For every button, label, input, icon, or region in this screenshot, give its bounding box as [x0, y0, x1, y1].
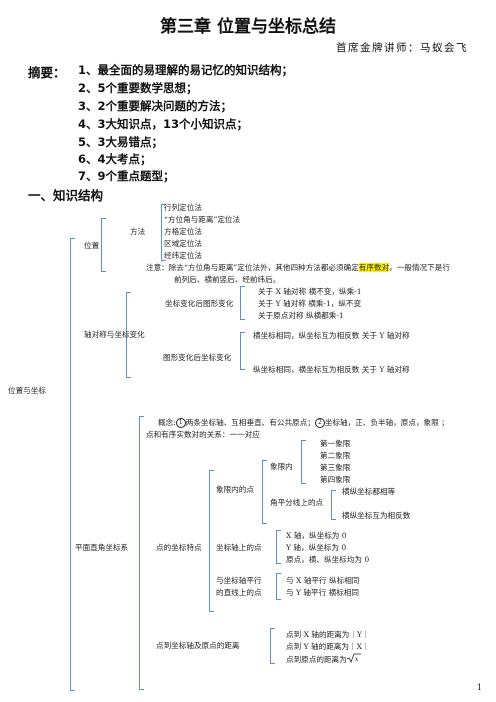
s2c-item: 纵坐标相同，横坐标互为相反数 关于 Y 轴对称	[253, 365, 410, 374]
bisector-bracket	[331, 490, 336, 520]
section-heading-knowledge-structure: 一、知识结构	[28, 188, 104, 203]
node-parallel-line1: 与坐标轴平行	[216, 576, 262, 585]
circled-number: 2	[314, 418, 325, 428]
s2c-item: 横坐标相同，纵坐标互为相反数 关于 Y 轴对称	[253, 331, 410, 340]
summary-item: 5、3大易错点；	[78, 135, 164, 149]
summary-item: 1、最全面的易理解的易记忆的知识结构；	[78, 63, 293, 77]
circled-number: 1	[175, 418, 186, 428]
c2s-item: 关于原点对称 纵横都乘-1	[258, 311, 344, 320]
node-point-features: 点的坐标特点	[156, 543, 202, 552]
summary-item: 2、5个重要数学思想；	[78, 81, 198, 95]
position-note: 注意：除去“方位角与距离”定位法外，其他四种方法都必须确定有序数对，一般情况下是…	[146, 263, 450, 272]
node-distance: 点到坐标轴及原点的距离	[156, 641, 240, 650]
node-parallel-line2: 的直线上的点	[216, 588, 262, 597]
parallel-item: 与 Y 轴平行 横标相同	[286, 588, 360, 597]
summary-item: 4、3大知识点，13个小知识点；	[78, 117, 249, 131]
page-number: 1	[476, 683, 482, 692]
c2s-item: 关于 X 轴对称 横不变，纵乘-1	[258, 287, 362, 296]
methods-bracket	[161, 204, 166, 261]
quadrant-item: 第三象限	[320, 463, 351, 472]
distance-bracket	[270, 628, 275, 664]
node-bisector: 角平分线上的点	[270, 498, 324, 507]
on-axis-item: X 轴，纵坐标为 0	[286, 531, 347, 540]
page-title: 第三章 位置与坐标总结	[160, 17, 336, 37]
distance-item: 点到 Y 轴的距离为｜X｜	[286, 642, 370, 651]
node-in-quadrant: 象限内的点	[216, 485, 254, 494]
node-coord-to-shape: 坐标变化后图形变化	[165, 299, 234, 308]
node-shape-to-coord: 图形变化后坐标变化	[163, 353, 232, 362]
coord-to-shape-bracket	[240, 286, 245, 320]
on-axis-item: Y 轴，纵坐标为 0	[286, 543, 347, 552]
quads-bracket	[301, 440, 306, 484]
quadrant-bracket	[262, 460, 267, 524]
method-item: “方位角与距离”定位法	[164, 215, 241, 224]
root-bracket	[70, 238, 75, 691]
quadrant-item: 第四象限	[320, 475, 351, 484]
method-item: 行列定位法	[164, 203, 202, 212]
node-position: 位置	[84, 241, 100, 250]
parallel-item: 与 X 轴平行 纵标相同	[286, 576, 360, 585]
node-quadrant-in: 象限内	[270, 462, 293, 471]
axis-bracket	[126, 292, 131, 378]
tree-root: 位置与坐标	[8, 386, 46, 395]
svg-text:x: x	[355, 656, 359, 663]
quadrant-item: 第一象限	[320, 439, 351, 448]
node-plane-coordinate: 平面直角坐标系	[75, 543, 129, 552]
shape-to-coord-bracket	[240, 332, 245, 370]
quadrant-item: 第二象限	[320, 451, 351, 460]
parallel-bracket	[276, 573, 281, 600]
summary-item: 3、2个重要解决问题的方法；	[78, 99, 233, 113]
plane-bracket	[139, 416, 144, 690]
position-note-line2: 前列后、横前竖后、经前纬后。	[174, 275, 281, 284]
bisector-item: 横纵坐标互为相反数	[342, 511, 411, 520]
node-axis-symmetry: 轴对称与坐标变化	[84, 330, 145, 339]
method-item: 方格定位法	[164, 227, 202, 236]
node-on-axis: 坐标轴上的点	[216, 543, 262, 552]
node-method: 方法	[130, 227, 146, 236]
c2s-item: 关于 Y 轴对称 横乘-1，纵不变	[258, 299, 362, 308]
method-item: 经纬定位法	[164, 251, 202, 260]
sqrt-symbol: x	[346, 653, 361, 663]
highlighted-term: 有序数对	[358, 263, 390, 272]
position-bracket	[101, 218, 106, 272]
features-bracket	[209, 470, 214, 612]
concept-line2: 点和有序实数对的关系：一一对应	[146, 430, 260, 439]
summary-item: 6、4大考点；	[78, 152, 152, 166]
bisector-item: 横纵坐标都相等	[342, 487, 396, 496]
summary-label: 摘要：	[28, 65, 66, 80]
method-item: 区域定位法	[164, 239, 202, 248]
on-axis-bracket	[276, 530, 281, 564]
summary-item: 7、9个重点题型；	[78, 169, 175, 183]
distance-item: 点到 X 轴的距离为｜Y｜	[286, 630, 370, 639]
author: 首席金牌讲师：马蚁会飞	[336, 42, 468, 54]
on-axis-item: 原点，横、纵坐标均为 0	[286, 555, 370, 564]
